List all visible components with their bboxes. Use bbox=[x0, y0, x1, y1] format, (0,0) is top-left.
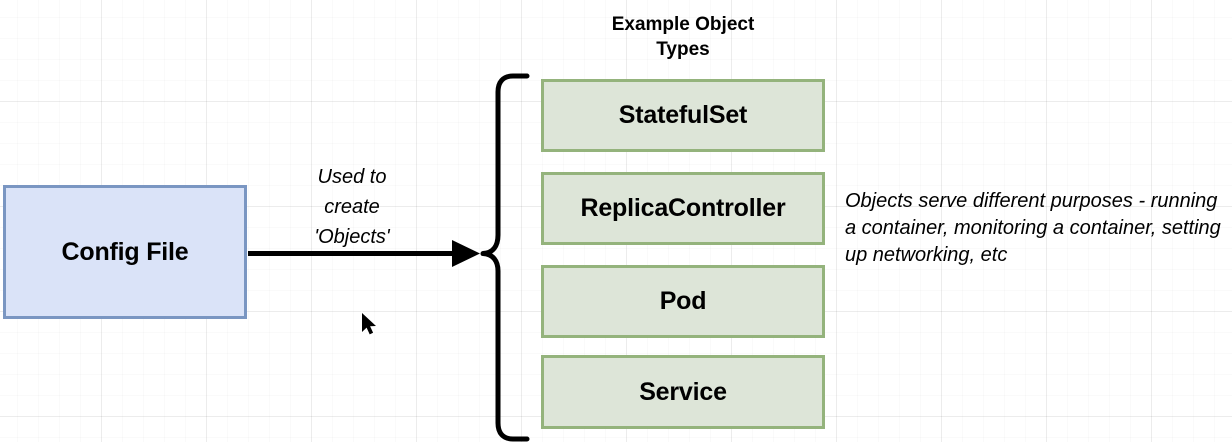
node-replicacontroller[interactable]: ReplicaController bbox=[541, 172, 825, 245]
node-config-file-label: Config File bbox=[61, 237, 189, 266]
mouse-pointer-icon bbox=[360, 311, 378, 336]
node-statefulset[interactable]: StatefulSet bbox=[541, 79, 825, 152]
group-title: Example Object Types bbox=[611, 14, 755, 60]
node-config-file[interactable]: Config File bbox=[3, 185, 247, 319]
node-pod-label: Pod bbox=[659, 287, 707, 315]
node-service[interactable]: Service bbox=[541, 355, 825, 429]
curly-brace-icon bbox=[480, 73, 530, 442]
node-statefulset-label: StatefulSet bbox=[618, 101, 748, 129]
node-replicacontroller-label: ReplicaController bbox=[580, 194, 786, 222]
side-note-text: Objects serve different purposes - runni… bbox=[845, 190, 1221, 266]
node-pod[interactable]: Pod bbox=[541, 265, 825, 338]
edge-label-used-to-create-objects: Used to create 'Objects' bbox=[314, 166, 390, 248]
arrow-head bbox=[452, 240, 480, 267]
node-service-label: Service bbox=[639, 377, 727, 406]
